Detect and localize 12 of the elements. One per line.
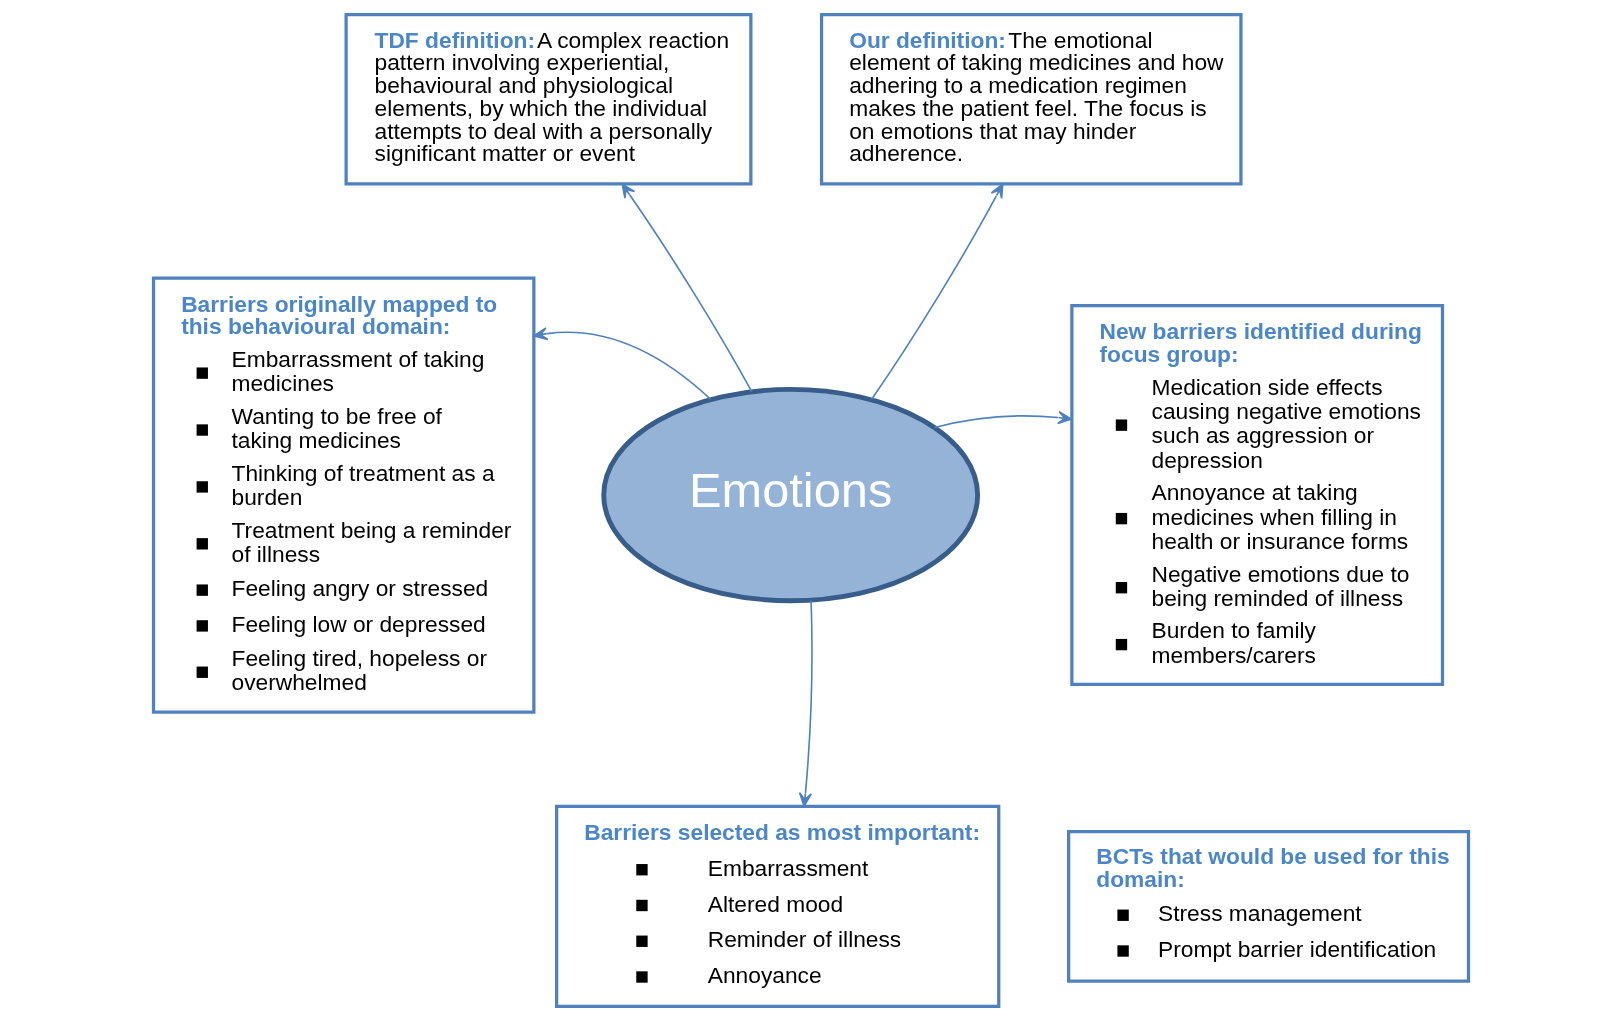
node-box: BCTs that would be used for this domain: Stress management Prompt barrier identification (1067, 829, 1471, 983)
node-ellipse: Emotions (601, 386, 981, 604)
node-box: TDF definition:A complex reaction pattern involving experiential, behavioural and physiological elements, by which the individual attempts to deal with a personally significant matter or event (344, 13, 753, 186)
node-box: Barriers selected as most important: Embarrassment Altered mood Reminder of illness Annoyance (555, 804, 1001, 1008)
arrow (533, 327, 712, 400)
node-box: Barriers originally mapped to this behavioural domain: Embarrassment of taking medicines Wanting to be free of taking medicines Thinking of treatment as a burden Treatment being a reminder of illness Feeling angry or stressed Feeling low or depressed Feeling tired, hopeless or overwhelmed (151, 276, 536, 714)
arrow (621, 183, 753, 393)
node-box: New barriers identified during focus group: Medication side effects causing negative emotions such as aggression or depression Annoyance at taking medicines when filling in health or insurance forms Negative emotions due to being reminded of illness Burden to family members/carers (1070, 304, 1445, 687)
arrow (870, 183, 1004, 401)
arrow (933, 410, 1073, 429)
arrow (798, 599, 813, 808)
node-box: Our definition:The emotional element of taking medicines and how adhering to a medication regimen makes the patient feel. The focus is on emotions that may hinder adherence. (819, 13, 1243, 186)
